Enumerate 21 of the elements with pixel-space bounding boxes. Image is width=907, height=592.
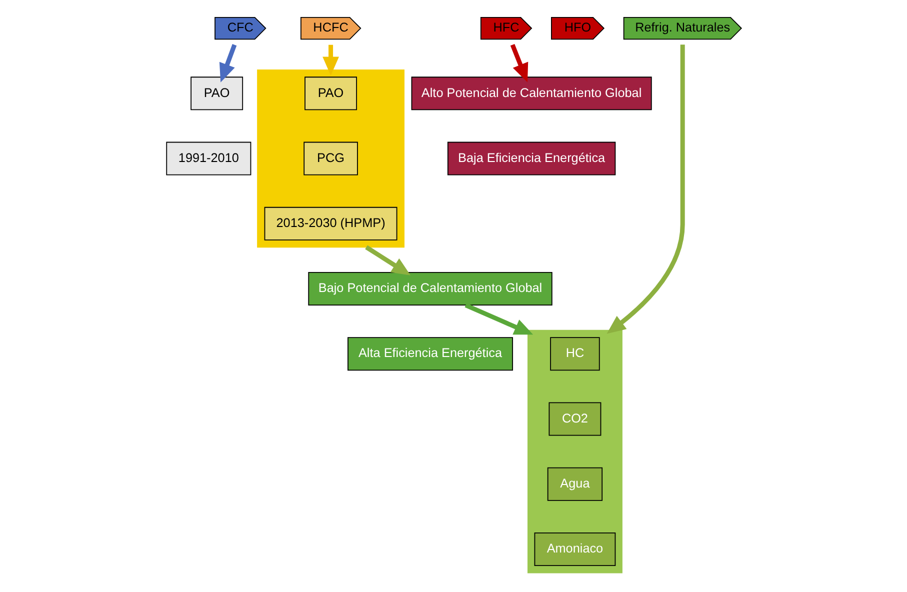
arrow	[218, 44, 236, 82]
arrow	[510, 44, 528, 82]
cluster	[526, 330, 622, 574]
node-box: Bajo Potencial de Calentamiento Global	[308, 272, 552, 306]
node-box: Agua	[546, 467, 602, 501]
cluster	[256, 69, 404, 248]
node-box: PAO	[190, 76, 243, 110]
node-box: Alto Potencial de Calentamiento Global	[410, 76, 652, 110]
arrow	[322, 44, 338, 76]
node-box: 1991-2010	[166, 142, 251, 176]
arrow	[606, 44, 684, 334]
node-box: 2013-2030 (HPMP)	[264, 206, 397, 240]
node-box: Alta Eficiencia Energética	[347, 337, 513, 371]
arrow	[364, 245, 410, 276]
node-box: PAO	[304, 76, 356, 110]
arrow	[464, 303, 533, 335]
node-box: HC	[550, 337, 600, 371]
node-box: CO2	[548, 402, 601, 436]
node-box: Baja Eficiencia Energética	[446, 142, 616, 176]
node-box: PCG	[303, 142, 358, 176]
node-box: Amoniaco	[534, 532, 616, 566]
